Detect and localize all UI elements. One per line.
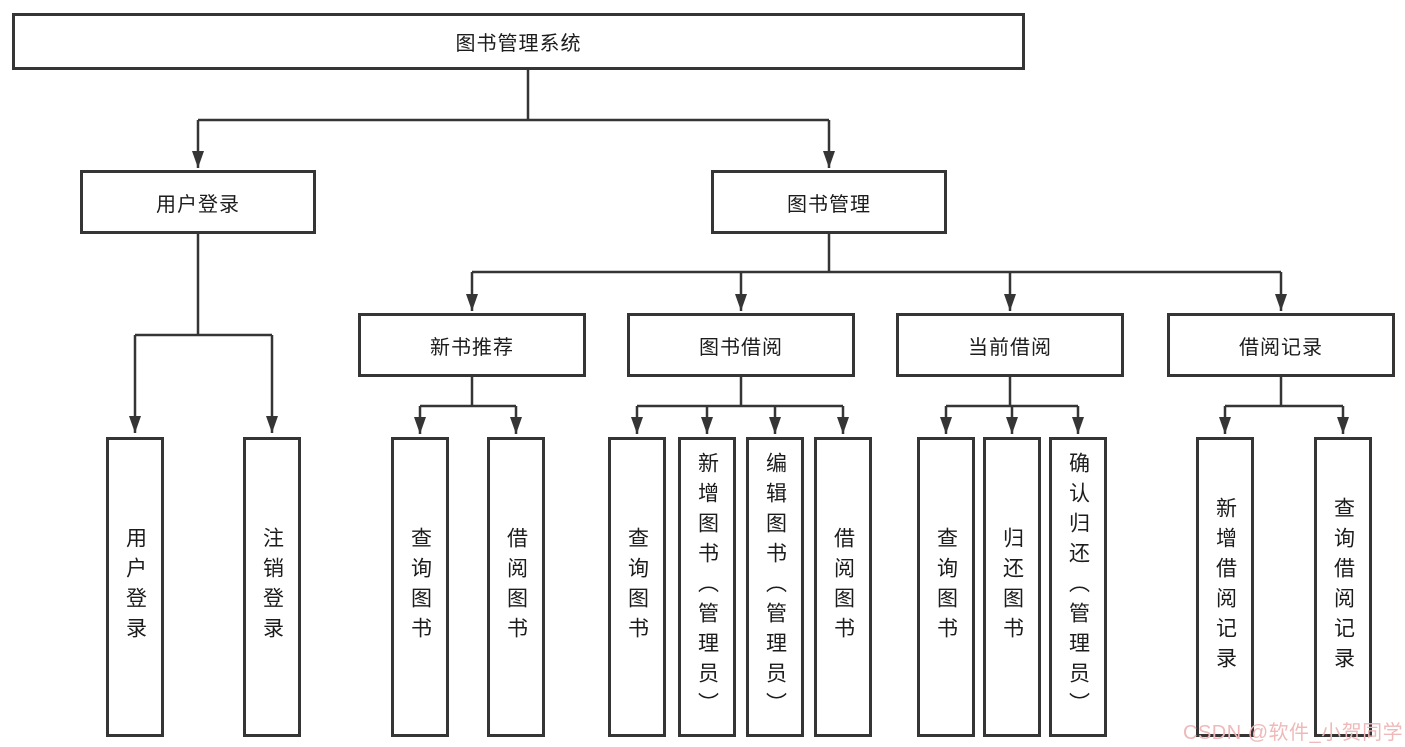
node-leaf-bb-edit-book-admin: 编辑图书（管理员） [746,437,804,737]
node-leaf-bb-add-book-admin: 新增图书（管理员） [678,437,736,737]
node-leaf-br-query-record: 查询借阅记录 [1314,437,1372,737]
node-leaf-user-login: 用户登录 [106,437,164,737]
node-root-system: 图书管理系统 [12,13,1025,70]
node-borrow-records: 借阅记录 [1167,313,1395,377]
node-leaf-br-add-record: 新增借阅记录 [1196,437,1254,737]
node-new-book-recommend: 新书推荐 [358,313,586,377]
node-leaf-rec-query-book: 查询图书 [391,437,449,737]
node-current-borrow: 当前借阅 [896,313,1124,377]
node-user-login: 用户登录 [80,170,316,234]
node-leaf-bb-query-book: 查询图书 [608,437,666,737]
node-leaf-rec-borrow-book: 借阅图书 [487,437,545,737]
node-book-management: 图书管理 [711,170,947,234]
node-leaf-cb-confirm-return-admin: 确认归还（管理员） [1049,437,1107,737]
node-leaf-cb-return-book: 归还图书 [983,437,1041,737]
node-book-borrow: 图书借阅 [627,313,855,377]
node-leaf-logout: 注销登录 [243,437,301,737]
node-leaf-cb-query-book: 查询图书 [917,437,975,737]
node-leaf-bb-borrow-book: 借阅图书 [814,437,872,737]
